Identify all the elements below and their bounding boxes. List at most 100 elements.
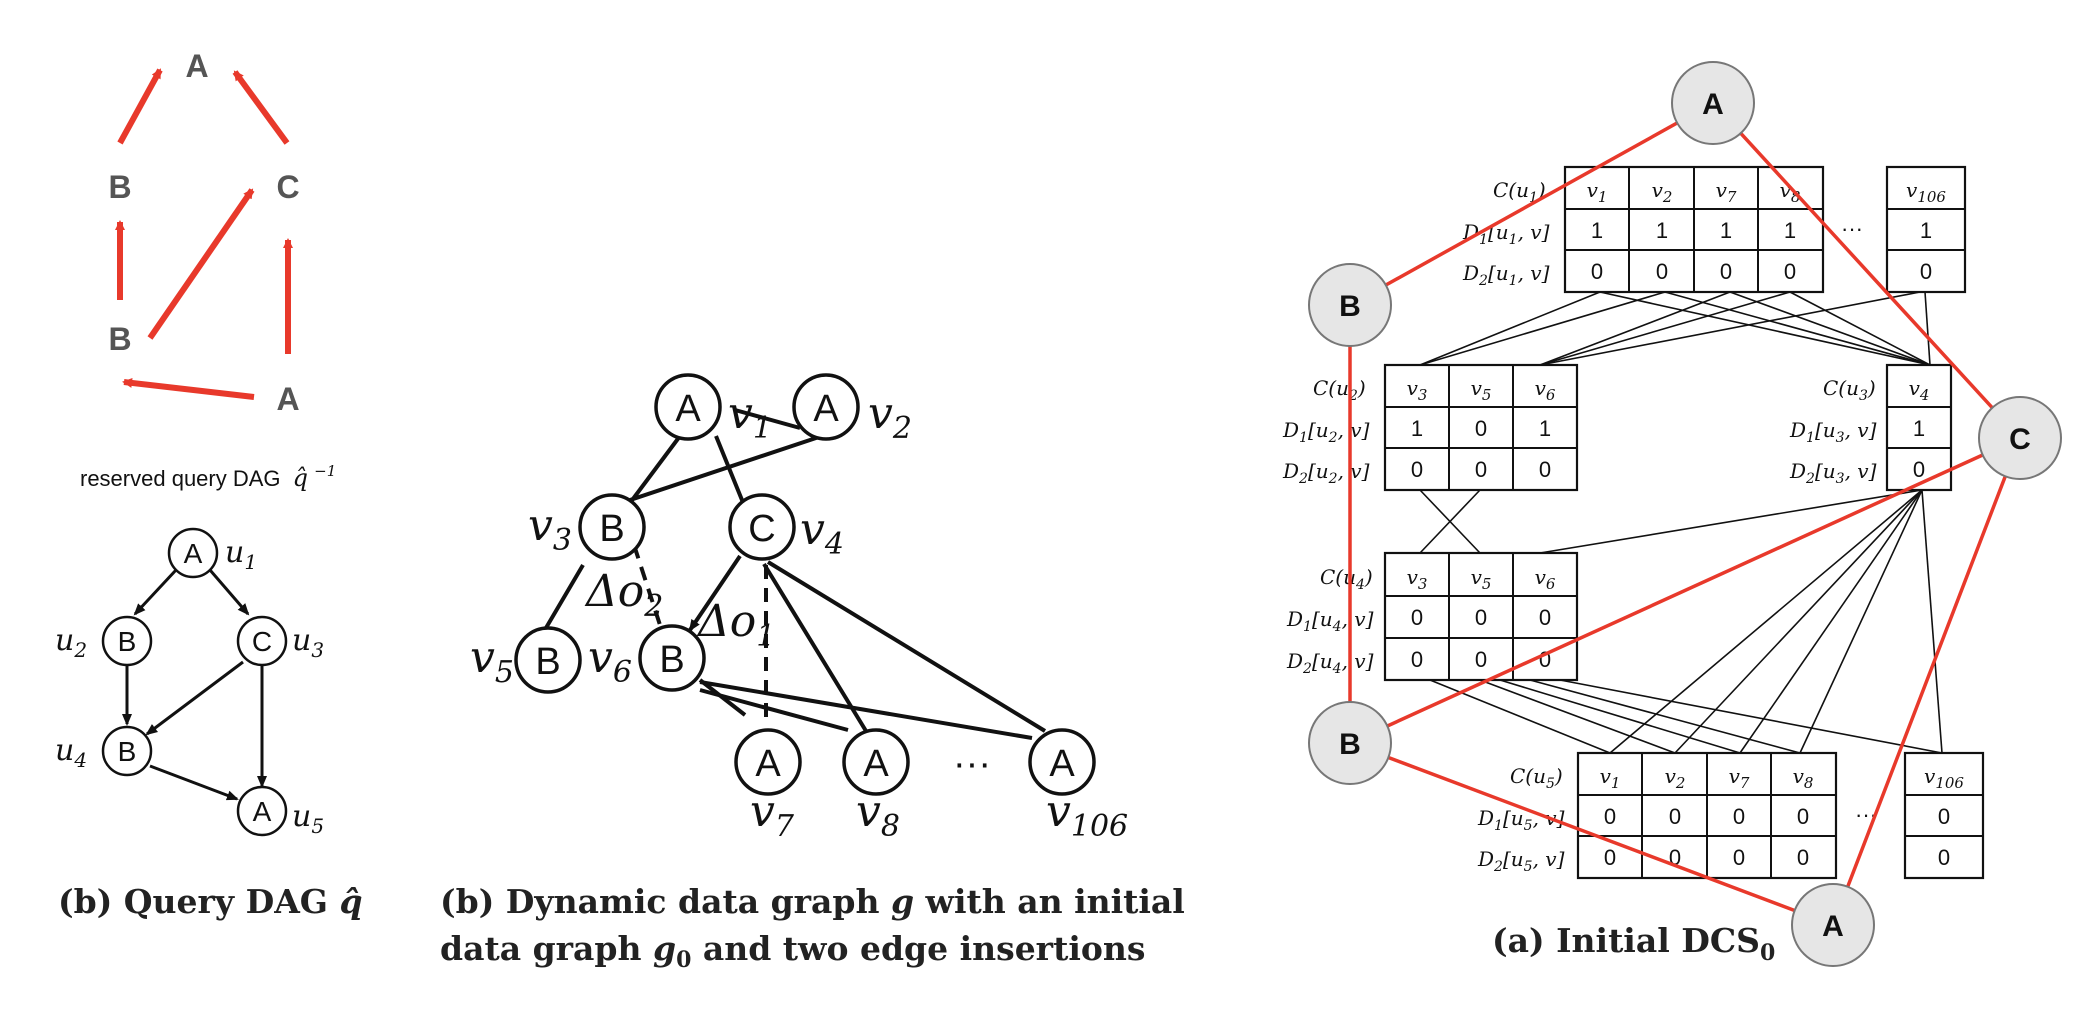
dg-var-v106: v106 xyxy=(1046,786,1128,844)
dcs-table-u2: C(u2) D1[u2, v] D2[u2, v] v3 v5 v6 1 0 1… xyxy=(1282,363,1579,492)
query-dag: A B C B A u1 u2 u3 u4 u5 (b) Query DAG q… xyxy=(55,527,363,921)
rdag-caption: reserved query DAG q̂ −1 xyxy=(80,462,336,492)
dcs-u2-col: v3 xyxy=(1407,376,1428,404)
dg-edge xyxy=(734,408,801,430)
dg-edge xyxy=(699,680,1033,740)
dg-edge-delta2 xyxy=(632,544,662,626)
dcs-cell: 1 xyxy=(1920,218,1932,243)
dg-var-v6: v6 xyxy=(588,632,632,690)
dcs-u2-c-label: C(u2) xyxy=(1313,376,1366,404)
dg-label: A xyxy=(675,388,701,430)
dcs-cell: 0 xyxy=(1475,457,1487,482)
dcs-cell: 1 xyxy=(1591,218,1603,243)
rdag-node-a-top: A xyxy=(185,48,208,84)
dcs-table-u1: C(u1) D1[u1, v] D2[u1, v] v1 v2 v7 v8 v1… xyxy=(1462,165,1967,294)
dcs-u1-ellipsis: ··· xyxy=(1841,216,1863,241)
rdag-node-c: C xyxy=(276,169,299,205)
dcs-table-u4: C(u4) D1[u4, v] D2[u4, v] v3 v5 v6 0 0 0… xyxy=(1286,551,1579,682)
dg-delta1-label: Δo1 xyxy=(696,596,775,654)
dg-edge xyxy=(714,435,746,506)
qdag-node-u3 xyxy=(236,615,288,667)
dg-var-v1: v1 xyxy=(728,388,772,446)
qdag-node-u5 xyxy=(236,785,288,837)
qdag-label: A xyxy=(184,538,203,569)
dcs-u5-d2-label: D2[u5, v] xyxy=(1477,847,1565,875)
dcs-node-b-left xyxy=(1308,263,1392,347)
dcs-u4-col: v6 xyxy=(1535,565,1556,593)
dg-node-v4 xyxy=(728,493,796,561)
qdag-edge xyxy=(149,764,239,801)
dcs-cell: 0 xyxy=(1913,457,1925,482)
dcs-u3-d2-label: D2[u3, v] xyxy=(1789,459,1877,487)
dcs-u4-c-label: C(u4) xyxy=(1320,565,1373,593)
dcs-cell: 0 xyxy=(1733,845,1745,870)
dg-node-v7 xyxy=(734,728,802,796)
dcs-u3-col: v4 xyxy=(1909,376,1930,404)
dg-node-v1 xyxy=(654,373,722,441)
dcs-node-c xyxy=(1978,396,2062,480)
dcs-u1-col: v106 xyxy=(1906,178,1946,206)
dcs-cell: 0 xyxy=(1669,804,1681,829)
dcs-cell: 0 xyxy=(1938,804,1950,829)
initial-dcs: C(u1) D1[u1, v] D2[u1, v] v1 v2 v7 v8 v1… xyxy=(1282,61,2062,967)
dg-label: A xyxy=(813,388,839,430)
dg-node-v8 xyxy=(842,728,910,796)
dcs-u2-col: v5 xyxy=(1471,376,1492,404)
rdag-node-a-low: A xyxy=(276,381,299,417)
dcs-cell: 0 xyxy=(1539,605,1551,630)
dg-node-v6 xyxy=(638,624,706,692)
dcs-u1-c-label: C(u1) xyxy=(1493,178,1546,206)
dcs-u2-d2-label: D2[u2, v] xyxy=(1282,459,1370,487)
dcs-cell: 0 xyxy=(1475,416,1487,441)
qdag-label: A xyxy=(253,796,272,827)
qdag-label: B xyxy=(118,736,137,767)
dcs-u3-c-label: C(u3) xyxy=(1823,376,1876,404)
dcs-u4-col: v3 xyxy=(1407,565,1428,593)
dcs-cell: 0 xyxy=(1720,259,1732,284)
dcs-cell: 0 xyxy=(1411,605,1423,630)
dcs-cell: 0 xyxy=(1797,845,1809,870)
rdag-node-b-mid: B xyxy=(108,169,131,205)
dcs-u5-col: v1 xyxy=(1600,764,1621,792)
dg-label: B xyxy=(599,508,624,550)
dcs-u1-col: v1 xyxy=(1587,178,1608,206)
dcs-cell: 0 xyxy=(1604,804,1616,829)
rdag-edge xyxy=(147,188,255,340)
dcs-node-label: A xyxy=(1702,88,1724,121)
dg-edge xyxy=(629,434,823,502)
dcs-table-u5: C(u5) D1[u5, v] D2[u5, v] v1 v2 v7 v8 v1… xyxy=(1477,751,1985,880)
dcs-node-label: A xyxy=(1822,910,1844,943)
dcs-cell: 1 xyxy=(1720,218,1732,243)
dcs-cell: 0 xyxy=(1784,259,1796,284)
dcs-cell: 0 xyxy=(1411,457,1423,482)
dcs-cell: 0 xyxy=(1920,259,1932,284)
dcs-node-label: B xyxy=(1339,290,1361,323)
dcs-node-b-low xyxy=(1308,701,1392,785)
qdag-edge xyxy=(133,568,178,616)
dcs-cell: 0 xyxy=(1604,845,1616,870)
dg-var-v7: v7 xyxy=(750,786,795,844)
dg-var-v2: v2 xyxy=(868,388,912,446)
dcs-cell: 0 xyxy=(1733,804,1745,829)
rdag-edge xyxy=(232,70,290,145)
dcs-cell: 0 xyxy=(1797,804,1809,829)
dcs-query-edges xyxy=(1348,101,2022,927)
dg-var-v8: v8 xyxy=(856,786,900,844)
qdag-var-u2: u2 xyxy=(55,623,87,662)
dcs-caption: (a) Initial DCS0 xyxy=(1492,921,1775,966)
rdag-edge xyxy=(122,377,255,400)
dg-label: B xyxy=(535,641,560,683)
rdag-node-b-low: B xyxy=(108,321,131,357)
dg-var-v3: v3 xyxy=(528,500,572,558)
qdag-var-u5: u5 xyxy=(292,799,324,838)
qdag-node-u1 xyxy=(167,527,219,579)
dg-caption-line1: (b) Dynamic data graph g with an initial xyxy=(440,882,1185,921)
dg-var-v5: v5 xyxy=(470,632,514,690)
dg-label: B xyxy=(659,639,684,681)
dg-node-v3 xyxy=(578,493,646,561)
dcs-u4-col: v5 xyxy=(1471,565,1492,593)
dg-label: C xyxy=(748,508,775,550)
dcs-cell: 0 xyxy=(1591,259,1603,284)
dcs-u2-d1-label: D1[u2, v] xyxy=(1282,418,1370,446)
